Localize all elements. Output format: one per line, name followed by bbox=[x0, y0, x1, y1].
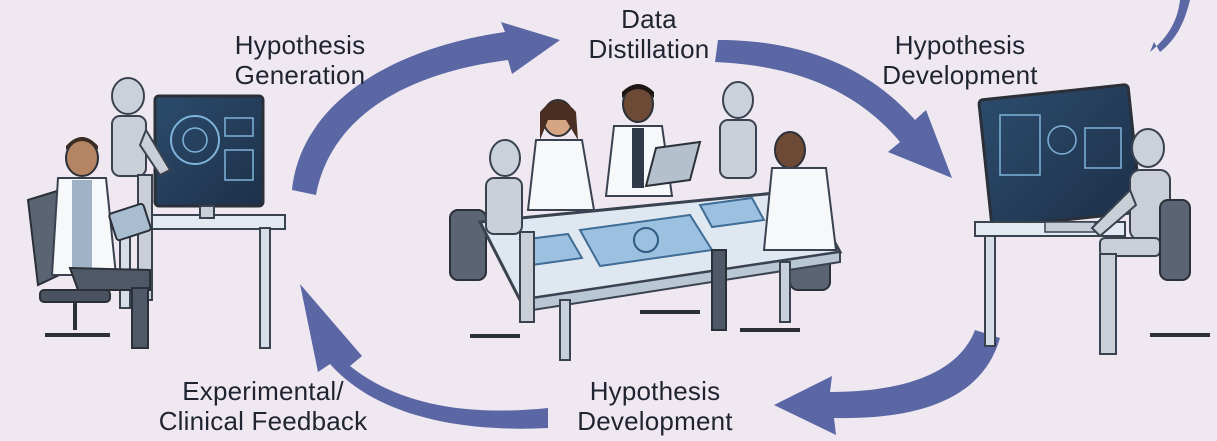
center-meeting-illustration bbox=[449, 81, 843, 361]
label-experimental-feedback: Experimental/ Clinical Feedback bbox=[158, 376, 368, 436]
cycle-arrow-4 bbox=[774, 330, 1000, 435]
cycle-arrow-2 bbox=[715, 40, 952, 178]
cycle-arrow-5 bbox=[300, 284, 548, 429]
cycle-arrow-3 bbox=[1150, 0, 1190, 52]
label-hypothesis-development-bottom: Hypothesis Development bbox=[577, 376, 733, 436]
right-workstation-illustration bbox=[974, 83, 1210, 355]
label-hypothesis-generation: Hypothesis Generation bbox=[234, 30, 366, 90]
label-hypothesis-development-top: Hypothesis Development bbox=[882, 30, 1038, 90]
label-data-distillation: Data Distillation bbox=[588, 4, 710, 64]
cycle-arrow-1 bbox=[292, 22, 560, 195]
left-workstation-illustration bbox=[26, 77, 286, 349]
